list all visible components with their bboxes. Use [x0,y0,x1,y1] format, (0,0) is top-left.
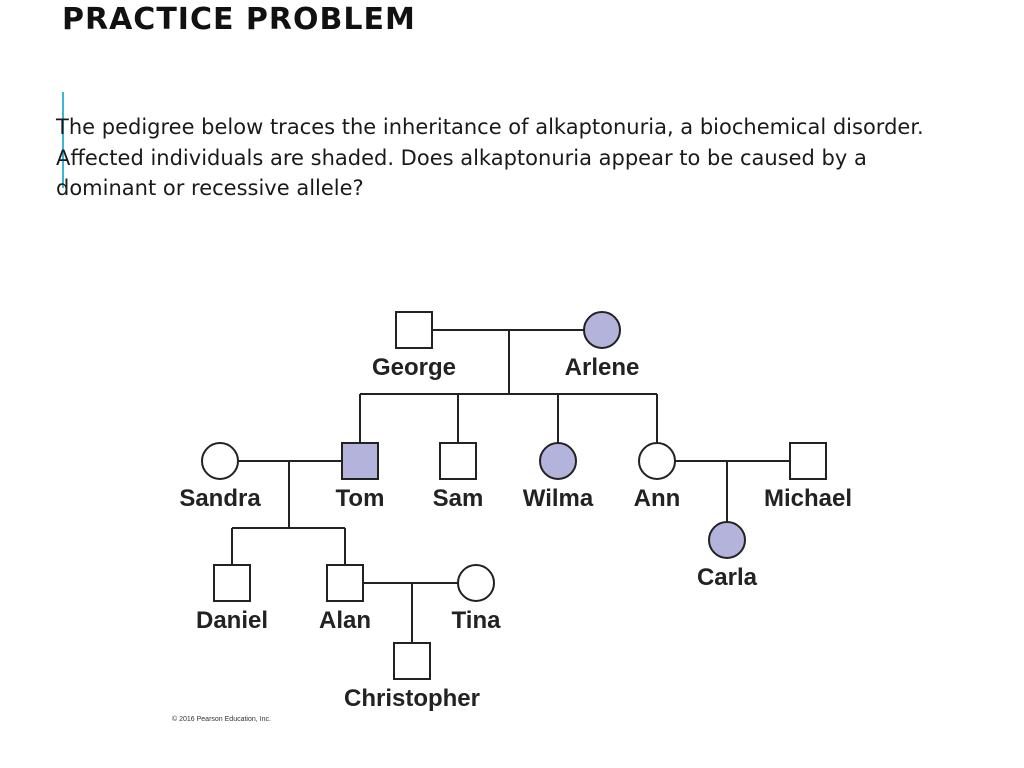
daniel-label: Daniel [196,607,268,634]
copyright-text: © 2016 Pearson Education, Inc. [172,716,271,723]
accent-bar [62,92,64,188]
tom-male-symbol [341,442,379,480]
ann-label: Ann [634,485,681,512]
sandra-label: Sandra [179,485,261,512]
christopher-male-symbol [393,642,431,680]
george-label: George [372,354,456,381]
sandra-female-symbol [201,442,239,480]
arlene-female-symbol [583,311,621,349]
wilma-label: Wilma [523,485,594,512]
alan-label: Alan [319,607,371,634]
sam-label: Sam [433,485,484,512]
daniel-male-symbol [213,564,251,602]
arlene-label: Arlene [565,354,640,381]
alan-male-symbol [326,564,364,602]
michael-male-symbol [789,442,827,480]
carla-label: Carla [697,564,758,591]
slide-title: PRACTICE PROBLEM [62,2,416,37]
tina-female-symbol [457,564,495,602]
question-text: The pedigree below traces the inheritanc… [56,115,924,200]
pedigree-lines [231,329,790,643]
ann-female-symbol [638,442,676,480]
tom-label: Tom [336,485,385,512]
carla-female-symbol [708,521,746,559]
christopher-label: Christopher [344,685,480,712]
michael-label: Michael [764,485,852,512]
wilma-female-symbol [539,442,577,480]
tina-label: Tina [452,607,502,634]
pedigree-symbols [201,311,827,680]
sam-male-symbol [439,442,477,480]
george-male-symbol [395,311,433,349]
